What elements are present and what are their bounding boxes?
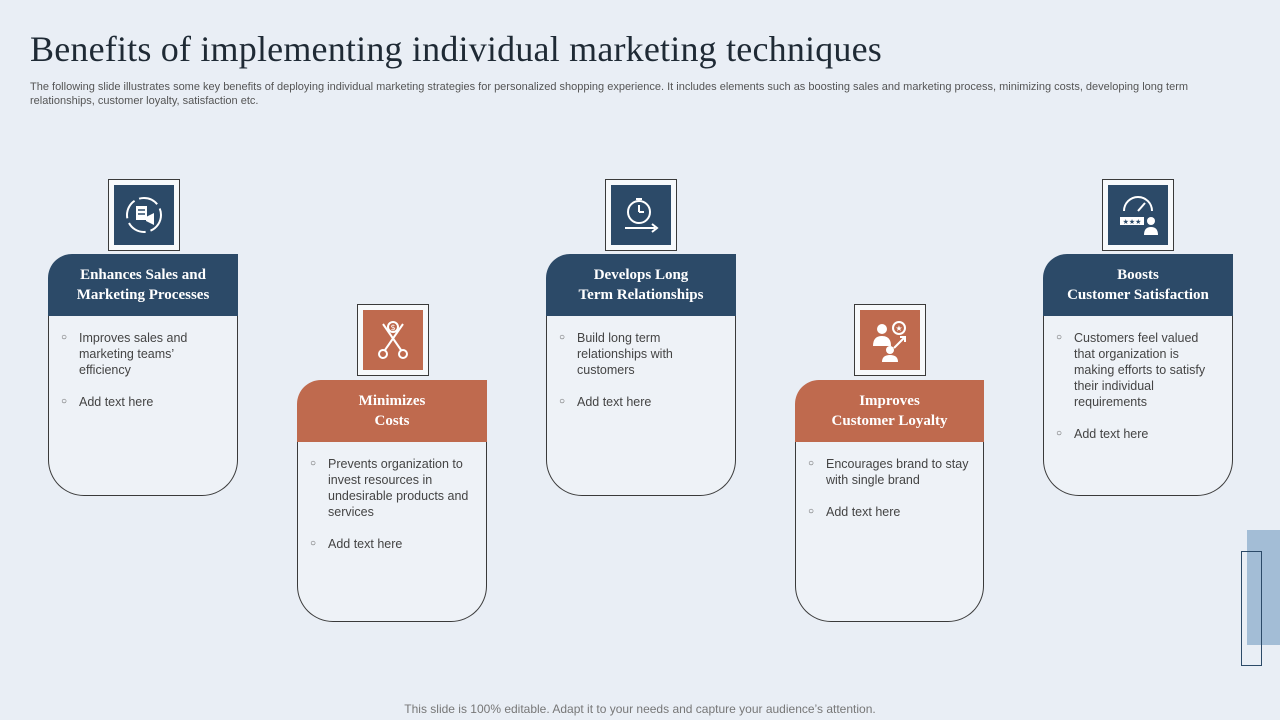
card-header: Boosts Customer Satisfaction xyxy=(1043,254,1233,316)
satisfaction-gauge-icon: ★★★ xyxy=(1120,196,1158,235)
bullet-item: ○ Add text here xyxy=(1056,426,1222,442)
bullet-circle-icon: ○ xyxy=(61,396,68,407)
bullet-circle-icon: ○ xyxy=(808,506,815,517)
card-body: ○ Encourages brand to stay with single br… xyxy=(795,442,984,622)
card-title-line: Enhances Sales and xyxy=(80,267,206,283)
bullet-text: Add text here xyxy=(577,395,652,409)
bullet-text: Add text here xyxy=(328,537,403,551)
bullet-circle-icon: ○ xyxy=(310,538,317,549)
bullet-circle-icon: ○ xyxy=(1056,428,1063,439)
bullet-item: ○ Customers feel valued that organization… xyxy=(1056,330,1222,410)
svg-text:★: ★ xyxy=(895,324,902,333)
card-body: ○ Build long term relationships with cust… xyxy=(546,316,736,496)
bullet-item: ○ Add text here xyxy=(310,536,476,552)
bullet-circle-icon: ○ xyxy=(559,396,566,407)
bullet-text: Encourages brand to stay with single bra… xyxy=(826,457,969,487)
bullet-circle-icon: ○ xyxy=(559,332,566,343)
card-title-line: Customer Satisfaction xyxy=(1067,287,1209,303)
card-title-line: Minimizes xyxy=(358,393,426,409)
scissors-dollar-icon: $ xyxy=(378,321,408,359)
card-title-line: Customer Loyalty xyxy=(831,413,948,429)
card-title-line: Develops Long xyxy=(593,267,689,283)
bullet-item: ○ Add text here xyxy=(808,504,973,520)
svg-text:$: $ xyxy=(390,323,395,332)
bullet-item: ○ Improves sales and marketing teams’ eff… xyxy=(61,330,227,378)
bullet-item: ○ Add text here xyxy=(559,394,725,410)
card-title-line: Boosts xyxy=(1117,267,1159,283)
icon-frame: $ xyxy=(357,304,429,376)
svg-text:★★★: ★★★ xyxy=(1123,218,1142,226)
bullet-circle-icon: ○ xyxy=(808,458,815,469)
bullet-circle-icon: ○ xyxy=(310,458,317,469)
card-title-line: Term Relationships xyxy=(578,287,704,303)
slide-title: Benefits of implementing individual mark… xyxy=(30,29,883,69)
bullet-item: ○ Build long term relationships with cust… xyxy=(559,330,725,378)
card-body: ○ Prevents organization to invest resourc… xyxy=(297,442,487,622)
bullet-text: Add text here xyxy=(79,395,154,409)
bullet-text: Build long term relationships with custo… xyxy=(577,331,673,377)
card-body: ○ Improves sales and marketing teams’ eff… xyxy=(48,316,238,496)
bullet-text: Add text here xyxy=(1074,427,1149,441)
decorative-block xyxy=(1247,530,1280,645)
card-title-line: Costs xyxy=(374,413,410,429)
bullet-text: Improves sales and marketing teams’ effi… xyxy=(79,331,188,377)
bullet-item: ○ Encourages brand to stay with single br… xyxy=(808,456,973,488)
marketing-process-icon xyxy=(126,197,162,233)
icon-frame: ★★★ xyxy=(1102,179,1174,251)
decorative-outline xyxy=(1241,551,1262,666)
bullet-item: ○ Add text here xyxy=(61,394,227,410)
card-header: Minimizes Costs xyxy=(297,380,487,442)
card-header: Develops Long Term Relationships xyxy=(546,254,736,316)
slide-subtitle: The following slide illustrates some key… xyxy=(30,81,1189,107)
bullet-text: Customers feel valued that organization … xyxy=(1074,331,1206,409)
icon-frame xyxy=(605,179,677,251)
card-title-line: Improves xyxy=(859,393,920,409)
card-body: ○ Customers feel valued that organization… xyxy=(1043,316,1233,496)
card-header: Improves Customer Loyalty xyxy=(795,380,984,442)
card-header: Enhances Sales and Marketing Processes xyxy=(48,254,238,316)
bullet-text: Prevents organization to invest resource… xyxy=(328,457,469,519)
clock-arrow-icon xyxy=(625,198,659,233)
icon-frame: ★ xyxy=(854,304,926,376)
bullet-text: Add text here xyxy=(826,505,901,519)
bullet-circle-icon: ○ xyxy=(1056,332,1063,343)
card-title-line: Marketing Processes xyxy=(76,287,210,303)
loyalty-growth-icon: ★ xyxy=(873,321,906,362)
slide-footer: This slide is 100% editable. Adapt it to… xyxy=(404,702,876,716)
bullet-circle-icon: ○ xyxy=(61,332,68,343)
bullet-item: ○ Prevents organization to invest resourc… xyxy=(310,456,476,520)
icon-frame xyxy=(108,179,180,251)
